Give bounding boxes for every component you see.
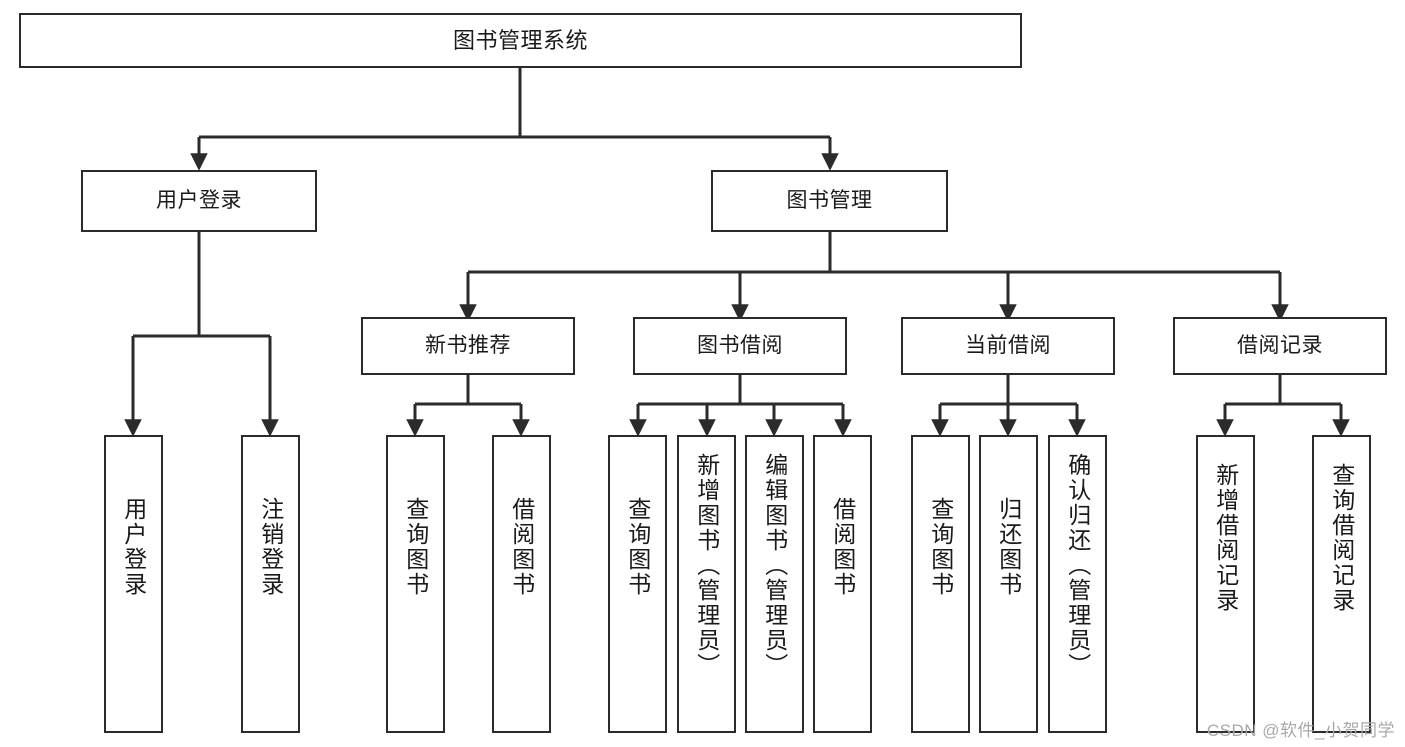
watermark-text: CSDN @软件_小贺同学 bbox=[1206, 721, 1395, 740]
node-root-system[interactable]: 图书管理系统 bbox=[19, 13, 1022, 68]
node-current-borrow[interactable]: 当前借阅 bbox=[901, 317, 1115, 375]
leaf-query-borrow-record[interactable]: 查询借阅记录 bbox=[1312, 435, 1371, 733]
node-label: 新增借阅记录 bbox=[1212, 463, 1239, 613]
node-label: 查询借阅记录 bbox=[1328, 463, 1355, 613]
node-book-manage[interactable]: 图书管理 bbox=[711, 170, 948, 232]
node-new-book-recommend[interactable]: 新书推荐 bbox=[361, 317, 575, 375]
leaf-logout-login[interactable]: 注销登录 bbox=[241, 435, 300, 733]
node-label: 图书借阅 bbox=[697, 333, 783, 357]
node-borrow-record[interactable]: 借阅记录 bbox=[1173, 317, 1387, 375]
leaf-add-book[interactable]: 新增图书（管理员） bbox=[677, 435, 736, 733]
leaf-confirm-return[interactable]: 确认归还（管理员） bbox=[1048, 435, 1107, 733]
node-label: 用户登录 bbox=[120, 497, 147, 597]
node-label: 查询图书 bbox=[624, 497, 651, 597]
node-label: 归还图书 bbox=[995, 497, 1022, 597]
node-user-login[interactable]: 用户登录 bbox=[81, 170, 317, 232]
leaf-return-book[interactable]: 归还图书 bbox=[979, 435, 1038, 733]
leaf-borrow-book-recommend[interactable]: 借阅图书 bbox=[492, 435, 551, 733]
node-label: 查询图书 bbox=[927, 497, 954, 597]
leaf-edit-book[interactable]: 编辑图书（管理员） bbox=[745, 435, 804, 733]
node-label: 图书管理系统 bbox=[452, 27, 588, 53]
leaf-query-book-recommend[interactable]: 查询图书 bbox=[386, 435, 445, 733]
node-label: 查询图书 bbox=[402, 497, 429, 597]
leaf-query-book-current[interactable]: 查询图书 bbox=[911, 435, 970, 733]
node-label: 借阅图书 bbox=[508, 497, 535, 597]
node-label: 借阅图书 bbox=[829, 497, 856, 597]
node-label: 新书推荐 bbox=[425, 333, 511, 357]
node-label: 用户登录 bbox=[156, 188, 242, 212]
leaf-user-login[interactable]: 用户登录 bbox=[104, 435, 163, 733]
node-label: 借阅记录 bbox=[1237, 333, 1323, 357]
node-label: 图书管理 bbox=[786, 188, 873, 212]
leaf-borrow-book[interactable]: 借阅图书 bbox=[813, 435, 872, 733]
node-label: 新增图书（管理员） bbox=[693, 453, 720, 678]
leaf-query-book-borrow[interactable]: 查询图书 bbox=[608, 435, 667, 733]
node-label: 当前借阅 bbox=[965, 333, 1051, 357]
node-book-borrow[interactable]: 图书借阅 bbox=[633, 317, 847, 375]
node-label: 编辑图书（管理员） bbox=[761, 453, 788, 678]
leaf-add-borrow-record[interactable]: 新增借阅记录 bbox=[1196, 435, 1255, 733]
node-label: 注销登录 bbox=[257, 497, 284, 597]
node-label: 确认归还（管理员） bbox=[1064, 453, 1091, 678]
